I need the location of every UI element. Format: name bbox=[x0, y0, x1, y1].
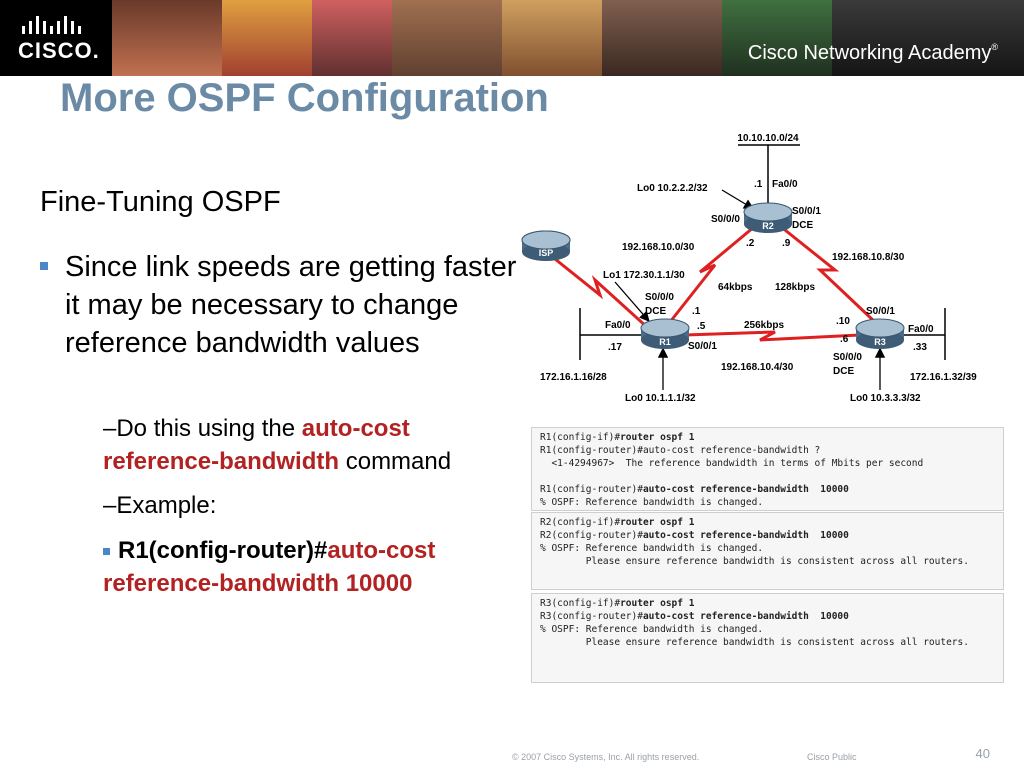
label-dot2: .2 bbox=[746, 238, 755, 249]
label-bw-128: 128kbps bbox=[775, 282, 815, 293]
cisco-logo-bars-icon bbox=[22, 16, 81, 34]
slide-title: More OSPF Configuration bbox=[60, 76, 549, 120]
cli-output-r3: R3(config-if)#router ospf 1 R3(config-ro… bbox=[531, 593, 1004, 683]
command-highlight-part2: reference-bandwidth bbox=[103, 448, 340, 475]
serial-link-r1-r3 bbox=[684, 330, 861, 342]
label-r2-fa00: Fa0/0 bbox=[772, 179, 798, 190]
label-r1-s000: S0/0/0 bbox=[645, 292, 674, 303]
label-dot33: .33 bbox=[913, 342, 927, 353]
label-lo0-r2: Lo0 10.2.2.2/32 bbox=[637, 183, 708, 194]
command-highlight-part1: auto-cost bbox=[301, 415, 410, 442]
example-cmd-part2: reference-bandwidth 10000 bbox=[103, 570, 413, 597]
sub-bullet-example: –Example: bbox=[103, 492, 217, 519]
cli-line: R2(config-if)#router ospf 1 bbox=[540, 517, 695, 528]
banner-photo bbox=[602, 0, 722, 76]
label-dot9: .9 bbox=[782, 238, 791, 249]
router-label-r3: R3 bbox=[874, 337, 886, 347]
label-bw-256: 256kbps bbox=[744, 320, 784, 331]
cli-line: R1(config-router)#auto-cost reference-ba… bbox=[540, 484, 849, 495]
label-dot10: .10 bbox=[836, 316, 850, 327]
page-number: 40 bbox=[975, 746, 990, 761]
label-r3-dce: DCE bbox=[833, 366, 854, 377]
label-lan-r1: 172.16.1.16/28 bbox=[540, 372, 607, 383]
academy-registered-mark: ® bbox=[991, 42, 998, 52]
banner-photo bbox=[392, 0, 502, 76]
header-banner: CISCO. Cisco Networking Academy® bbox=[0, 0, 1024, 76]
router-label-r1: R1 bbox=[659, 337, 671, 347]
sub-bullet-prefix: –Do this using the bbox=[103, 415, 302, 442]
label-r3-s000: S0/0/0 bbox=[833, 352, 862, 363]
serial-link-r1-r2 bbox=[668, 220, 761, 323]
label-r1-dot1: .1 bbox=[692, 306, 701, 317]
label-lo1-r1: Lo1 172.30.1.1/30 bbox=[603, 270, 685, 281]
banner-photo bbox=[312, 0, 392, 76]
label-net-r1r3: 192.168.10.4/30 bbox=[721, 362, 794, 373]
cli-line: R1(config-if)#router ospf 1 bbox=[540, 432, 695, 443]
router-icon: ISP bbox=[521, 230, 571, 261]
slide-subtitle: Fine-Tuning OSPF bbox=[40, 186, 281, 218]
label-bw-64: 64kbps bbox=[718, 282, 753, 293]
label-lan-top: 10.10.10.0/24 bbox=[737, 133, 799, 144]
footer-classification: Cisco Public bbox=[807, 752, 857, 762]
cli-line: % OSPF: Reference bandwidth is changed. bbox=[540, 624, 764, 635]
cli-line: Please ensure reference bandwidth is con… bbox=[540, 637, 969, 648]
example-prompt: R1(config-router)# bbox=[118, 537, 328, 564]
example-cmd-part1: auto-cost bbox=[327, 537, 436, 564]
cli-line: R3(config-router)#auto-cost reference-ba… bbox=[540, 611, 849, 622]
square-bullet-icon bbox=[40, 262, 48, 270]
cli-line: R1(config-router)#auto-cost reference-ba… bbox=[540, 445, 821, 456]
label-lan-r3: 172.16.1.32/39 bbox=[910, 372, 977, 383]
label-r2-dce: DCE bbox=[792, 220, 813, 231]
label-r3-fa00: Fa0/0 bbox=[908, 324, 934, 335]
banner-photo bbox=[112, 0, 222, 76]
serial-link-r2-r3 bbox=[774, 220, 877, 324]
cli-output-r2: R2(config-if)#router ospf 1 R2(config-ro… bbox=[531, 512, 1004, 590]
cli-line: % OSPF: Reference bandwidth is changed. bbox=[540, 497, 764, 508]
banner-photo bbox=[502, 0, 602, 76]
label-r1-s001: S0/0/1 bbox=[688, 341, 717, 352]
arrow-lo0-r2 bbox=[721, 189, 755, 210]
label-net-r2r3: 192.168.10.8/30 bbox=[832, 252, 905, 263]
cisco-logo-text: CISCO. bbox=[18, 38, 100, 63]
banner-photo bbox=[222, 0, 312, 76]
label-r2-dot1: .1 bbox=[754, 179, 763, 190]
cli-line: <1-4294967> The reference bandwidth in t… bbox=[540, 458, 924, 469]
label-r1-dce: DCE bbox=[645, 306, 666, 317]
label-r1-dot5: .5 bbox=[697, 321, 706, 332]
ospf-topology-diagram: ISP R2 R1 R3 10.10.10.0/24 Lo0 10.2.2.2/… bbox=[521, 133, 977, 404]
cli-line: % OSPF: Reference bandwidth is changed. bbox=[540, 543, 764, 554]
bullet-main-text: Since link speeds are getting faster it … bbox=[65, 251, 517, 359]
footer-copyright: © 2007 Cisco Systems, Inc. All rights re… bbox=[512, 752, 700, 762]
router-icon: R3 bbox=[855, 318, 905, 349]
router-icon: R1 bbox=[640, 318, 690, 349]
router-label-r2: R2 bbox=[762, 221, 774, 231]
banner-photo bbox=[722, 0, 832, 76]
label-lo0-r3: Lo0 10.3.3.3/32 bbox=[850, 393, 921, 404]
cli-line: R2(config-router)#auto-cost reference-ba… bbox=[540, 530, 849, 541]
router-icon: R2 bbox=[743, 202, 793, 233]
square-bullet-icon bbox=[103, 548, 110, 556]
banner-photo bbox=[832, 0, 1024, 76]
label-lo0-r1: Lo0 10.1.1.1/32 bbox=[625, 393, 696, 404]
sub-bullet-example-command: R1(config-router)#auto-cost reference-ba… bbox=[103, 534, 523, 600]
serial-link-isp-r1 bbox=[549, 253, 650, 330]
label-r3-s001: S0/0/1 bbox=[866, 306, 895, 317]
label-r2-s000: S0/0/0 bbox=[711, 214, 740, 225]
label-dot17: .17 bbox=[608, 342, 622, 353]
cisco-logo: CISCO. bbox=[0, 0, 112, 76]
label-dot6: .6 bbox=[840, 334, 849, 345]
academy-title: Cisco Networking Academy® bbox=[748, 42, 998, 65]
arrow-lo1-r1 bbox=[614, 281, 650, 322]
cli-line: R3(config-if)#router ospf 1 bbox=[540, 598, 695, 609]
sub-bullet-suffix: command bbox=[339, 448, 452, 475]
academy-name: Cisco Networking Academy bbox=[747, 42, 992, 64]
router-label-isp: ISP bbox=[539, 248, 554, 258]
cli-line: Please ensure reference bandwidth is con… bbox=[540, 556, 969, 567]
sub-bullet-command: –Do this using the auto-cost reference-b… bbox=[103, 412, 523, 478]
label-r2-s001: S0/0/1 bbox=[792, 206, 821, 217]
cli-line bbox=[540, 470, 995, 483]
label-r1-fa00: Fa0/0 bbox=[605, 320, 631, 331]
cli-output-r1: R1(config-if)#router ospf 1 R1(config-ro… bbox=[531, 427, 1004, 511]
label-net-r1r2: 192.168.10.0/30 bbox=[622, 242, 695, 253]
